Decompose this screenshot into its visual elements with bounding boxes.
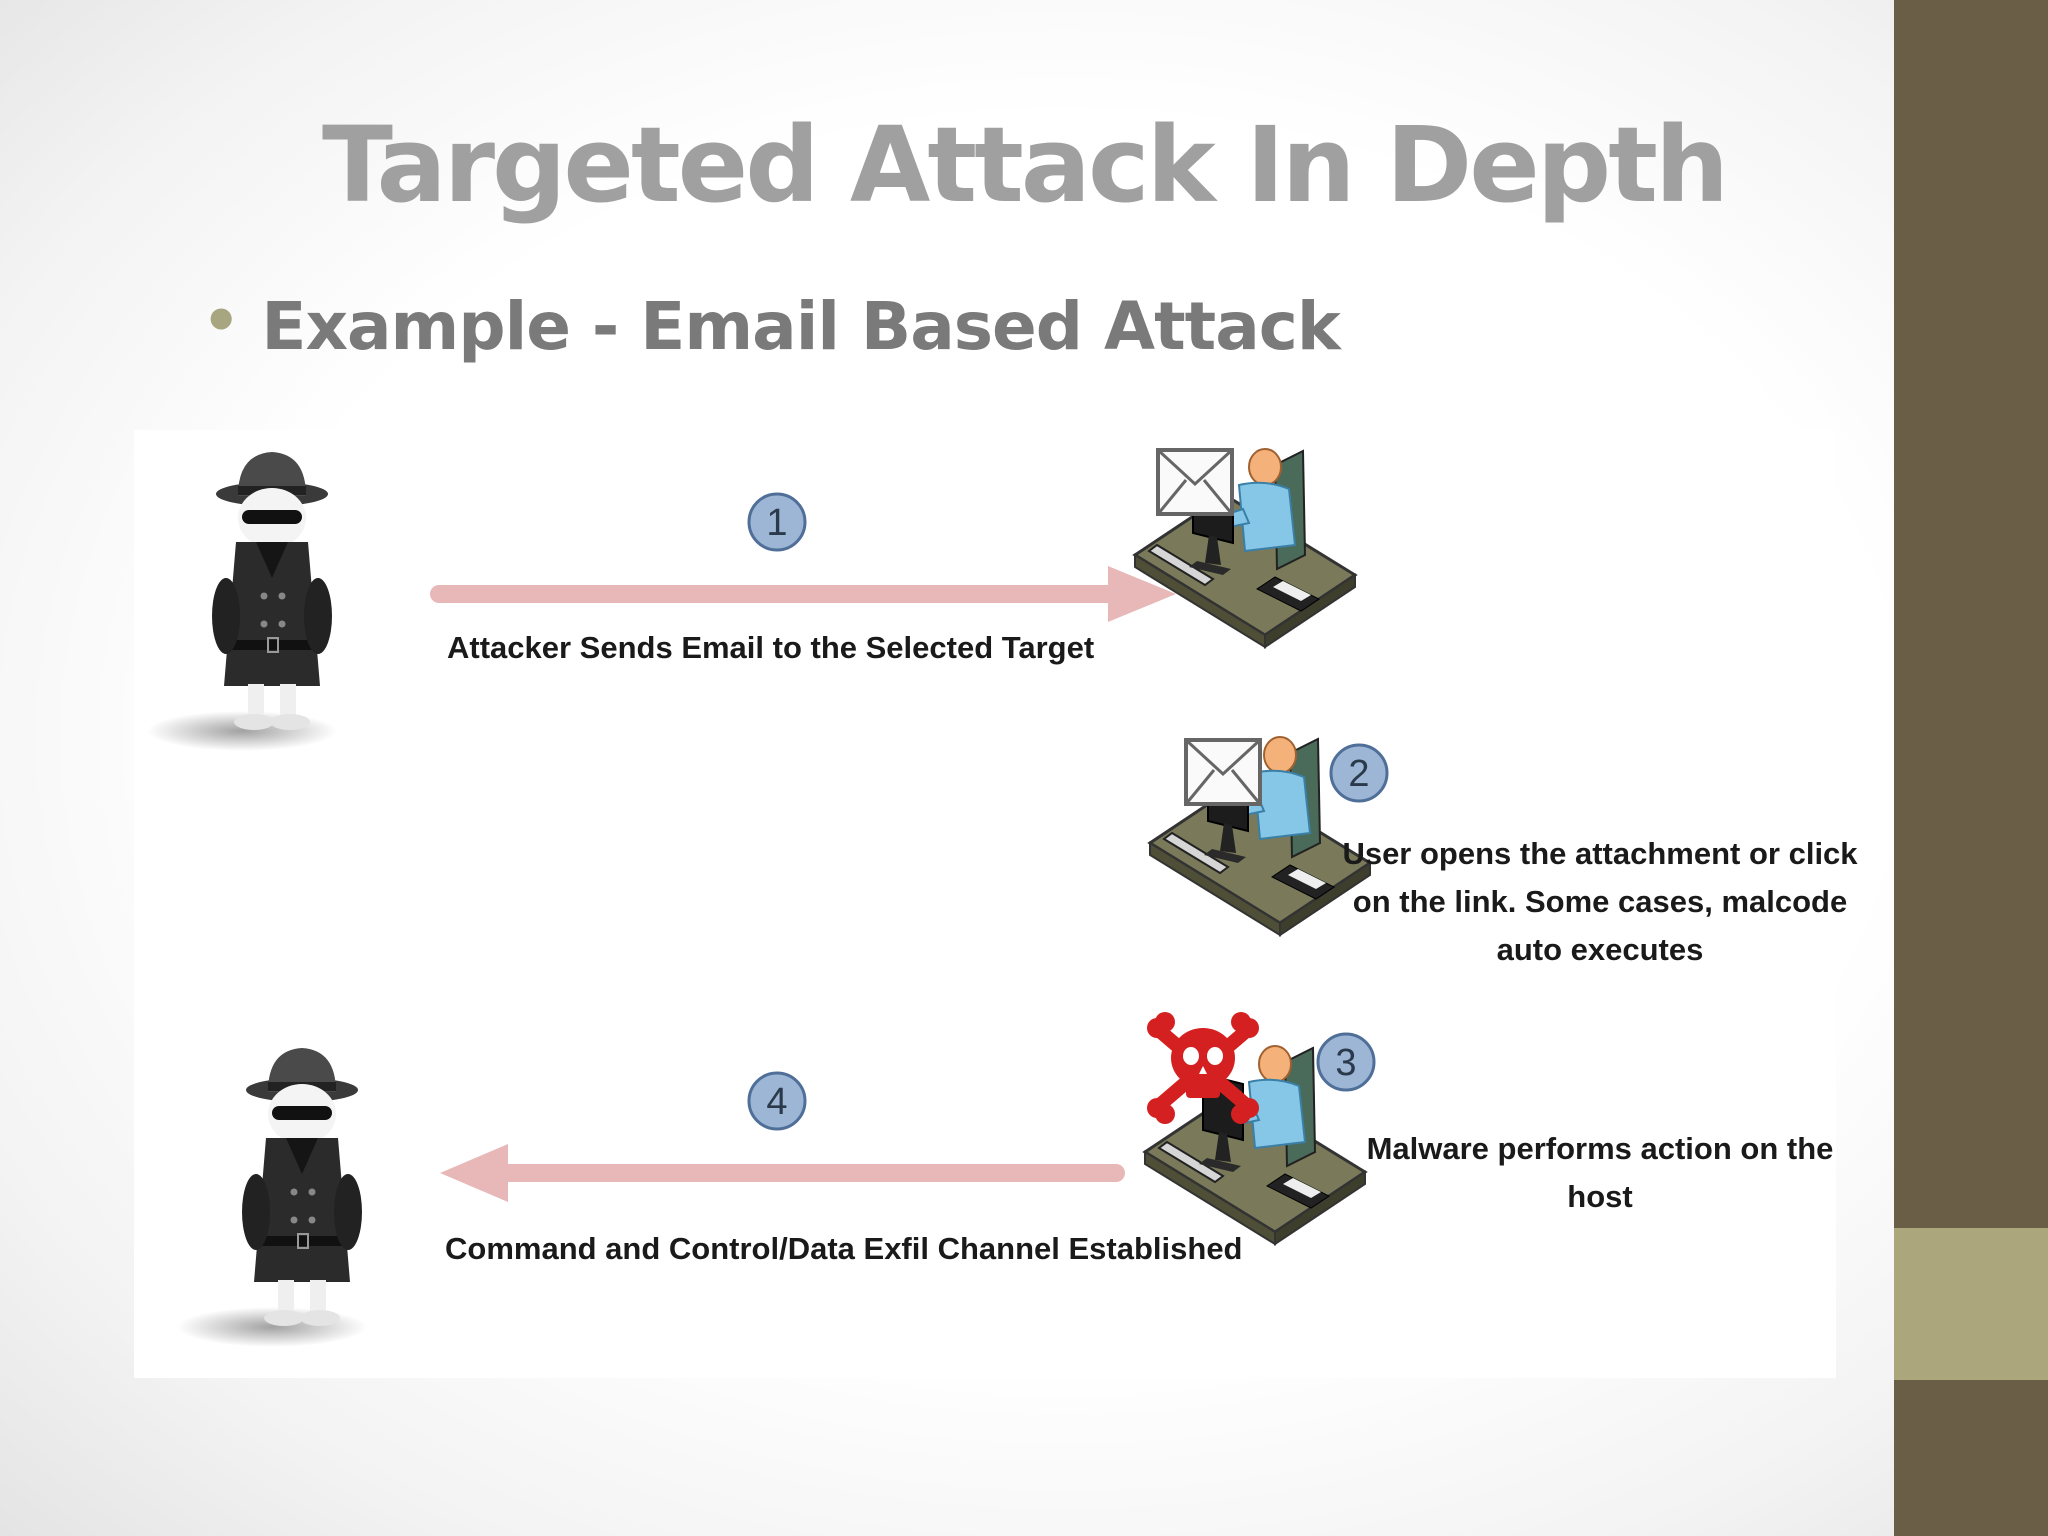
bullet-text: Example - Email Based Attack [261, 288, 1340, 365]
envelope-icon [1156, 448, 1234, 516]
step-2-caption-line-3: auto executes [1497, 932, 1704, 967]
svg-text:2: 2 [1348, 753, 1369, 795]
svg-text:1: 1 [766, 502, 787, 544]
slide-title: Targeted Attack In Depth [321, 104, 1729, 226]
step-1-badge: 1 [747, 492, 807, 552]
step-2-caption-line-2: on the link. Some cases, malcode [1353, 884, 1847, 919]
bullet-dot: • [202, 286, 240, 356]
step-3-caption-line-2: host [1567, 1179, 1632, 1214]
attacker-spy-icon [176, 1047, 368, 1348]
step-1-caption: Attacker Sends Email to the Selected Tar… [447, 630, 1094, 665]
skull-crossbones-icon [1147, 1012, 1259, 1124]
sidebar-accent-light [1894, 1228, 2048, 1380]
step-2-badge: 2 [1329, 743, 1389, 803]
step-3-caption-line-1: Malware performs action on the [1367, 1131, 1834, 1166]
arrow-step-4 [440, 1144, 1125, 1202]
step-4-badge: 4 [747, 1071, 807, 1131]
step-3-badge: 3 [1316, 1032, 1376, 1092]
svg-text:3: 3 [1335, 1042, 1356, 1084]
attacker-spy-icon [146, 451, 338, 752]
step-4-caption: Command and Control/Data Exfil Channel E… [445, 1231, 1243, 1266]
svg-text:4: 4 [766, 1081, 787, 1123]
bullet-item: • Example - Email Based Attack [202, 286, 1341, 365]
arrow-step-1 [430, 566, 1176, 622]
envelope-icon [1184, 738, 1262, 806]
step-2-caption-line-1: User opens the attachment or click [1342, 836, 1858, 871]
